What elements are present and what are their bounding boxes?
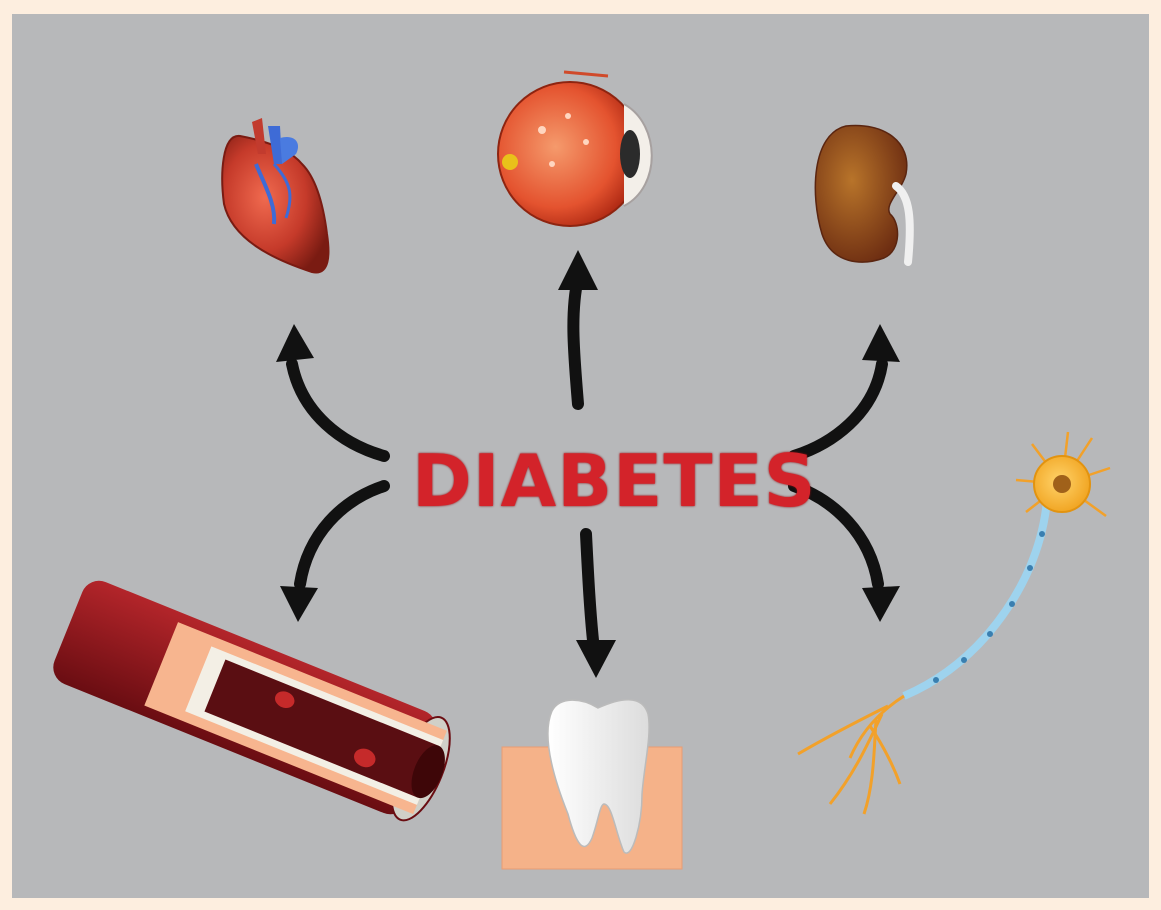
- arrow-to-heart: [276, 324, 384, 456]
- diagram-frame: DIABETES: [12, 14, 1149, 898]
- arrow-to-blood-vessel: [280, 486, 384, 622]
- blood-vessel-icon: [48, 575, 462, 828]
- heart-icon: [222, 118, 328, 272]
- eye-icon: [498, 72, 652, 226]
- nerve-cell-icon: [798, 432, 1110, 814]
- kidney-icon: [815, 125, 910, 262]
- tooth-icon: [502, 700, 682, 869]
- arrow-to-tooth: [576, 534, 616, 678]
- diagram-title: DIABETES: [412, 436, 792, 526]
- arrow-to-eye: [558, 250, 598, 404]
- arrow-to-kidney: [794, 324, 900, 456]
